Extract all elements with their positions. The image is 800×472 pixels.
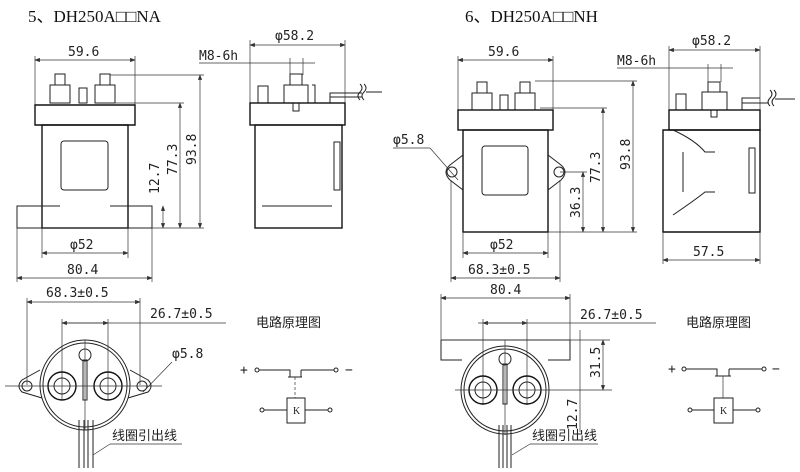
- dim-flange-height: 12.7: [148, 163, 163, 194]
- dim-total-height-nh: 93.8: [619, 139, 634, 170]
- dim-offset-height: 12.7: [566, 399, 581, 430]
- nh-bottom-view: 80.4 26.7±0.5 31.5 12.7 线圈引出线: [440, 283, 656, 468]
- dim-width-top: 59.6: [68, 45, 99, 60]
- dim-thread: M8-6h: [199, 49, 238, 64]
- dim-hole-dia-nh: φ5.8: [393, 133, 424, 148]
- coil-lead-label: 线圈引出线: [112, 429, 177, 444]
- plus-terminal: +: [240, 363, 248, 378]
- circuit-title-nh: 电路原理图: [686, 315, 751, 331]
- dim-terminal-span-nh: 26.7±0.5: [580, 308, 643, 323]
- na-side-view: φ58.2 M8-6h: [199, 29, 382, 229]
- dim-width-top-nh: 59.6: [488, 45, 519, 60]
- dim-hole-dia: φ5.8: [172, 347, 203, 362]
- dim-total-height: 93.8: [185, 134, 200, 165]
- dim-depth: 57.5: [693, 245, 724, 260]
- title-nh: 6、DH250A□□NH: [465, 7, 598, 26]
- na-front-view: 59.6 φ52 80.4 12.7 77.3 93.8: [16, 45, 204, 282]
- nh-side-view: φ58.2 M8-6h 57.5: [617, 34, 795, 264]
- dim-width-nh: 80.4: [490, 283, 521, 298]
- plus-terminal-nh: +: [668, 362, 676, 377]
- dim-hole-span: 68.3±0.5: [46, 286, 109, 301]
- dim-hole-height: 36.3: [569, 187, 584, 218]
- dim-body-dia-nh: φ52: [490, 238, 513, 253]
- title-na: 5、DH250A□□NA: [28, 7, 162, 26]
- dim-bracket-height: 31.5: [589, 347, 604, 378]
- dim-body-dia: φ52: [70, 238, 93, 253]
- dim-cap-height-nh: 77.3: [589, 152, 604, 183]
- minus-terminal: −: [345, 363, 353, 378]
- nh-front-view: 59.6 φ52 68.3±0.5 φ5.8 36.3 77.3 93.8: [393, 45, 637, 282]
- dim-base-width: 80.4: [67, 263, 98, 278]
- dim-terminal-span: 26.7±0.5: [150, 307, 213, 322]
- coil-lead-label-nh: 线圈引出线: [532, 429, 597, 444]
- na-circuit-diagram: 电路原理图 + − K: [240, 315, 353, 424]
- minus-terminal-nh: −: [772, 362, 780, 377]
- dim-thread-nh: M8-6h: [617, 54, 656, 69]
- dim-hole-span-nh: 68.3±0.5: [468, 263, 531, 278]
- coil-k: K: [293, 406, 301, 417]
- dim-side-dia-nh: φ58.2: [692, 34, 731, 49]
- dim-side-dia: φ58.2: [275, 29, 314, 44]
- na-bottom-view: 68.3±0.5 26.7±0.5 φ5.8 线圈引出线: [5, 286, 226, 468]
- circuit-title: 电路原理图: [256, 315, 321, 331]
- coil-k-nh: K: [720, 406, 728, 417]
- nh-circuit-diagram: 电路原理图 + − K: [668, 315, 780, 424]
- dim-cap-height: 77.3: [166, 144, 181, 175]
